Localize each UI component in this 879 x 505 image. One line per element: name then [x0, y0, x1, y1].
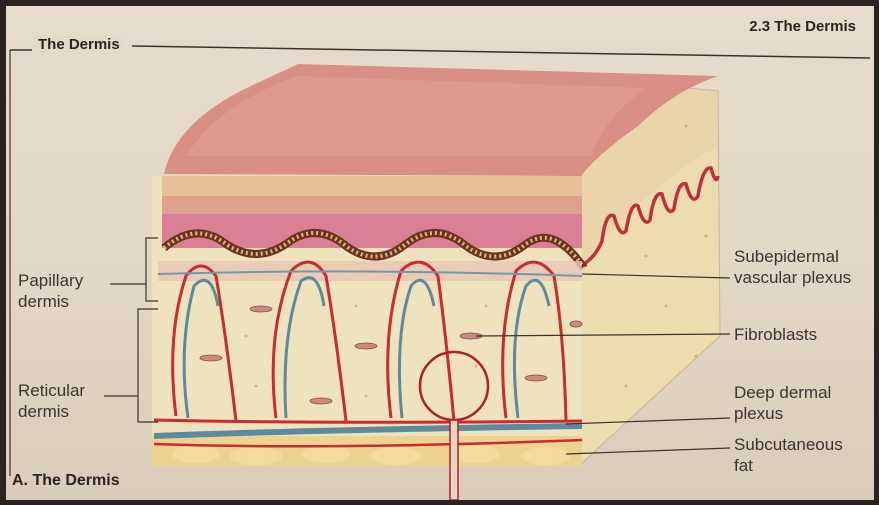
figure-caption: A. The Dermis: [12, 472, 120, 490]
label-subepidermal-plexus: Subepidermal vascular plexus: [734, 246, 851, 288]
magnifier-stem: [450, 420, 458, 500]
label-deep-dermal-plexus: Deep dermal plexus: [734, 382, 831, 424]
book-page: 2.3 The Dermis: [6, 6, 874, 500]
section-rule: [132, 46, 870, 58]
label-papillary-dermis: Papillary dermis: [18, 270, 83, 312]
section-title: The Dermis: [34, 36, 124, 53]
label-fibroblasts: Fibroblasts: [734, 324, 817, 345]
label-reticular-dermis: Reticular dermis: [18, 380, 85, 422]
label-subcutaneous-fat: Subcutaneous fat: [734, 434, 843, 476]
